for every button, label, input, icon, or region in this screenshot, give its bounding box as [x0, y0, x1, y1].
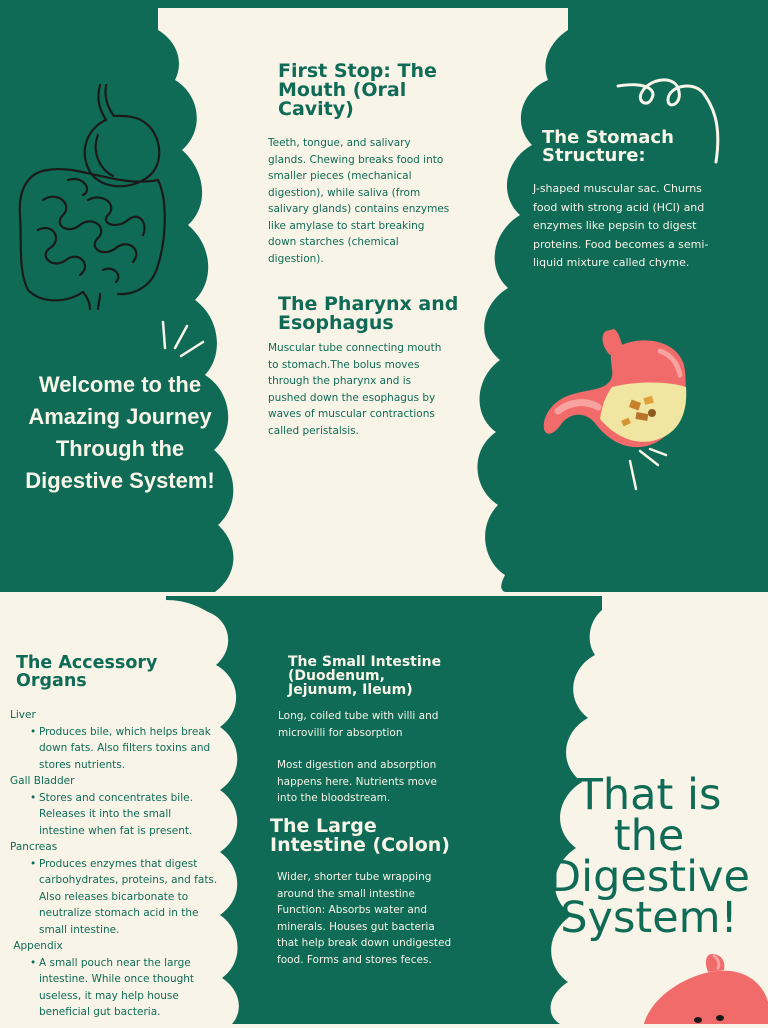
large-intestine-heading: The Large Intestine (Colon)	[270, 815, 450, 856]
large-intestine-text: Wider, shorter tube wrapping around the …	[277, 871, 452, 966]
closing-title: That is the Digestive System!	[548, 770, 750, 943]
sparkle-lines-right	[622, 445, 672, 495]
stomach-heading: The Stomach Structure:	[542, 127, 674, 166]
organ-description: A small pouch near the large intestine. …	[30, 955, 220, 1021]
left-panel-shape	[0, 8, 234, 592]
small-intestine-heading: The Small Intestine (Duodenum, Jejunum, …	[288, 654, 442, 698]
accessory-organs-list: Liver Produces bile, which helps break d…	[10, 707, 220, 1021]
stomach-icon	[543, 329, 687, 448]
organ-description: Produces enzymes that digest carbohydrat…	[30, 856, 220, 939]
small-intestine-text-2: Most digestion and absorption happens he…	[277, 759, 437, 804]
organ-name: Liver	[10, 709, 36, 721]
stomach-illustration	[540, 325, 690, 455]
digestive-tract-icon	[18, 83, 166, 311]
squiggle-icon	[616, 78, 720, 164]
stomach-character-partial	[640, 950, 768, 1024]
organ-description: Produces bile, which helps break down fa…	[30, 724, 220, 774]
small-intestine-text-1: Long, coiled tube with villi and microvi…	[278, 710, 439, 739]
stomach-text: J-shaped muscular sac. Churns food with …	[533, 182, 709, 269]
stomach-icon	[644, 954, 768, 1024]
mouth-heading: First Stop: The Mouth (Oral Cavity)	[278, 60, 437, 120]
organ-description: Stores and concentrates bile. Releases i…	[30, 790, 220, 840]
middle-panel-shape	[166, 596, 602, 1024]
squiggle-doodle	[612, 72, 732, 167]
welcome-title: Welcome to the Amazing Journey Through t…	[25, 372, 215, 493]
organ-name: Appendix	[10, 940, 63, 952]
organ-name: Gall Bladder	[10, 775, 75, 787]
organ-name: Pancreas	[10, 841, 58, 853]
digestive-tract-illustration	[8, 80, 173, 311]
accessory-organs-heading: The Accessory Organs	[16, 653, 158, 691]
mouth-text: Teeth, tongue, and salivary glands. Chew…	[268, 137, 450, 265]
sparkle-lines-icon	[628, 447, 668, 491]
sparkle-lines-icon	[161, 320, 205, 358]
sparkle-lines-left	[155, 318, 210, 363]
pharynx-heading: The Pharynx and Esophagus	[278, 293, 459, 334]
pharynx-text: Muscular tube connecting mouth to stomac…	[268, 342, 442, 437]
right-panel-shape	[477, 8, 768, 592]
